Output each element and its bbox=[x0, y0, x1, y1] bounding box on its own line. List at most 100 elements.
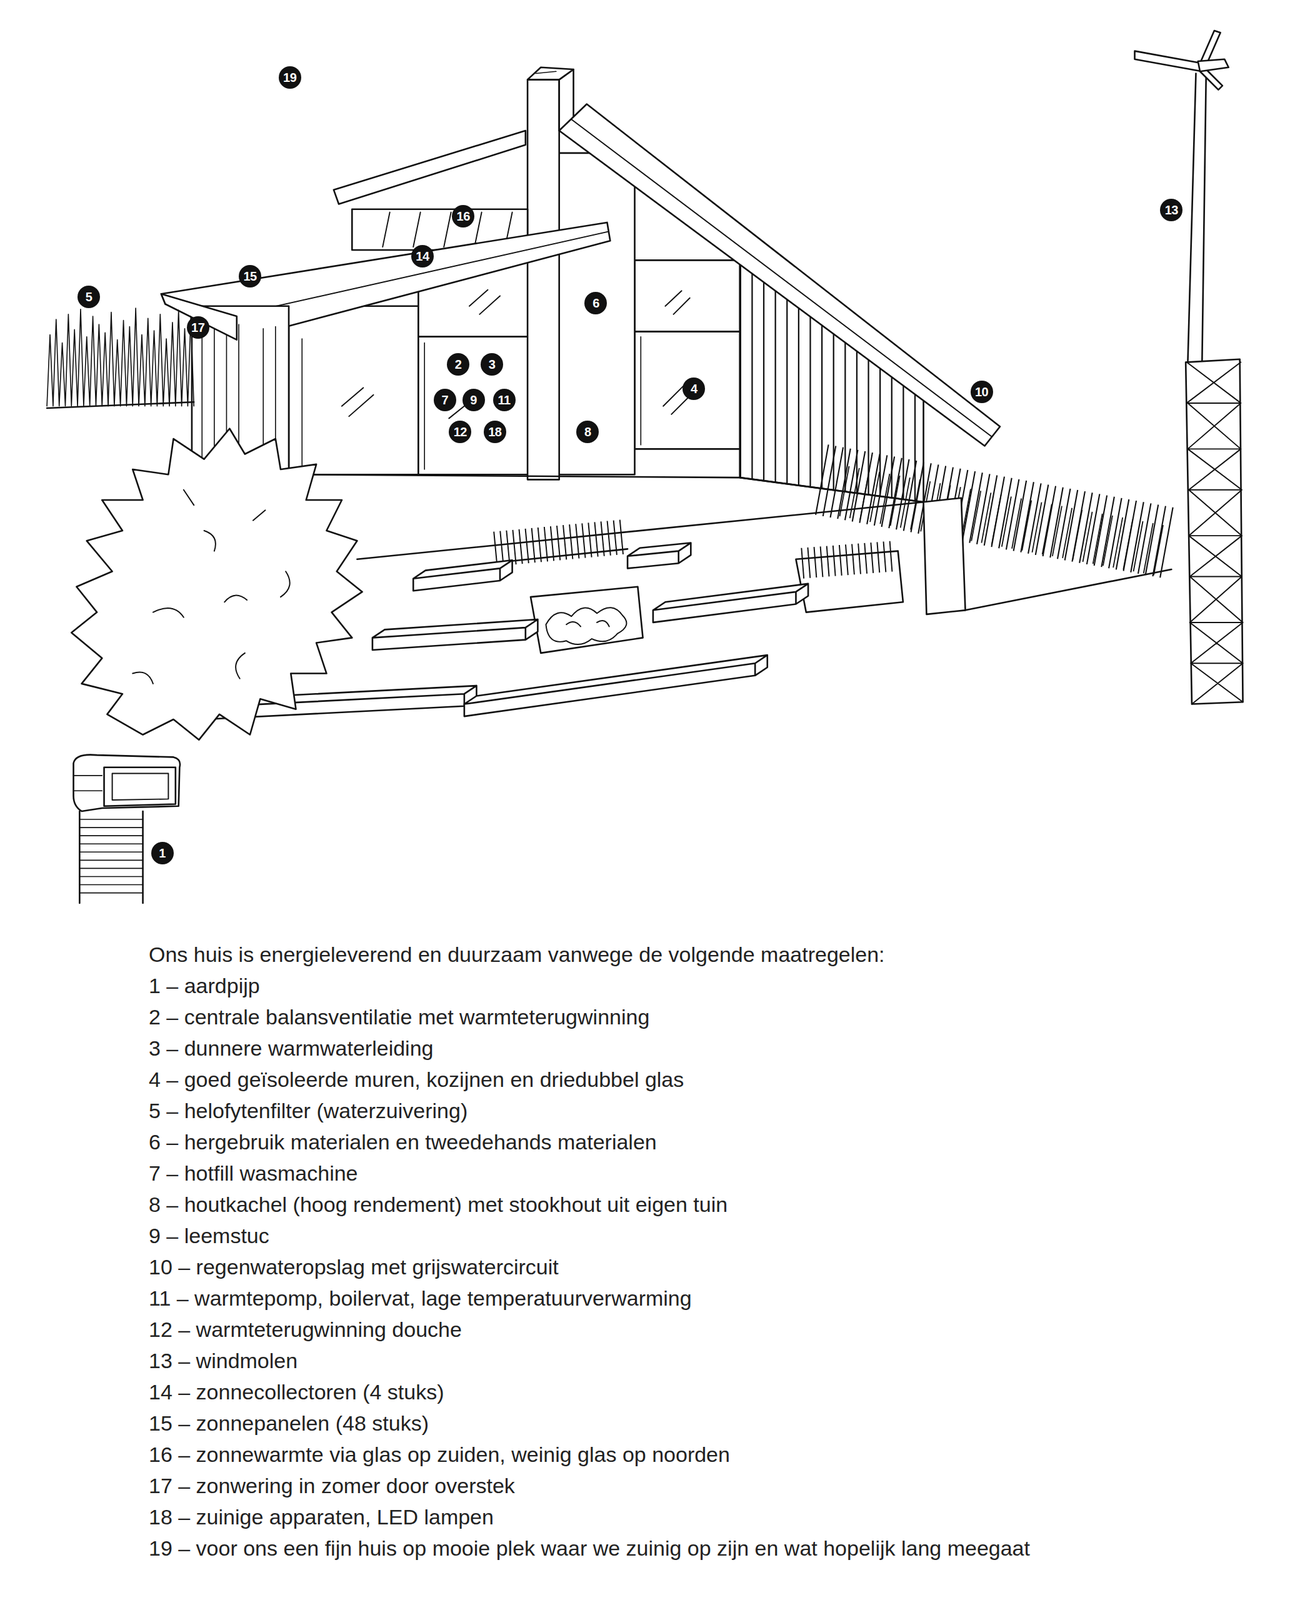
window-right-top bbox=[635, 260, 740, 332]
lower-roof-edge bbox=[165, 231, 609, 317]
callout-text: 19 bbox=[283, 71, 297, 84]
callout-number: 2 bbox=[446, 353, 470, 376]
earth-tube bbox=[73, 755, 180, 904]
list-line: 19 – voor ons een fijn huis op mooie ple… bbox=[148, 1532, 1030, 1564]
callout-text: 12 bbox=[453, 425, 467, 439]
chimney-front bbox=[527, 79, 560, 480]
big-roof bbox=[559, 104, 1000, 447]
list-line: 15 – zonnepanelen (48 stuks) bbox=[148, 1407, 1030, 1439]
list-line: 6 – hergebruik materialen en tweedehands… bbox=[148, 1126, 1030, 1158]
lattice-tower bbox=[1185, 359, 1243, 705]
list-line: 8 – houtkachel (hoog rendement) met stoo… bbox=[148, 1188, 1030, 1220]
list-line: 14 – zonnecollectoren (4 stuks) bbox=[148, 1376, 1030, 1408]
callout-text: 2 bbox=[455, 358, 462, 371]
reed-base bbox=[46, 401, 194, 409]
planter bbox=[795, 551, 903, 613]
bench-slab bbox=[413, 560, 512, 591]
callout-text: 16 bbox=[456, 210, 470, 223]
window-left bbox=[288, 306, 419, 475]
grass-right bbox=[821, 479, 1169, 551]
wind-turbine bbox=[1135, 30, 1244, 705]
bench-slab bbox=[372, 619, 538, 650]
planter-grass bbox=[495, 536, 625, 550]
intake-cap bbox=[73, 755, 180, 812]
callout-text: 6 bbox=[592, 296, 600, 310]
helophyte-filter bbox=[46, 308, 194, 409]
callout-number: 17 bbox=[186, 316, 210, 339]
pipe bbox=[79, 811, 143, 904]
callout-number: 13 bbox=[1160, 198, 1183, 222]
upper-roof bbox=[333, 130, 526, 205]
list-line: 10 – regenwateropslag met grijswatercirc… bbox=[148, 1251, 1030, 1283]
callout-number: 18 bbox=[483, 420, 507, 444]
list-line: 5 – helofytenfilter (waterzuivering) bbox=[148, 1095, 1030, 1127]
terrace-wall bbox=[923, 498, 966, 615]
pipe-ribs bbox=[79, 819, 143, 894]
callout-number: 7 bbox=[433, 388, 457, 412]
callout-text: 7 bbox=[441, 393, 449, 407]
callout-text: 1 bbox=[158, 846, 166, 860]
window-right bbox=[635, 331, 740, 450]
bench-slab bbox=[627, 543, 691, 569]
intake-grille bbox=[104, 767, 176, 807]
callout-number: 5 bbox=[77, 285, 100, 309]
callout-number: 10 bbox=[970, 380, 994, 404]
nacelle bbox=[1198, 59, 1229, 72]
callout-number: 8 bbox=[576, 420, 599, 444]
bench-slab bbox=[653, 583, 809, 623]
callout-number: 19 bbox=[278, 66, 302, 89]
bush-outline bbox=[71, 428, 362, 740]
shrub bbox=[545, 607, 627, 645]
intake-grille bbox=[112, 773, 169, 800]
pipe-ground bbox=[79, 811, 143, 904]
planter-grass bbox=[801, 556, 894, 564]
intake-detail bbox=[73, 775, 103, 791]
callout-text: 17 bbox=[191, 321, 205, 334]
bush bbox=[71, 428, 362, 740]
glass-reflection bbox=[341, 290, 694, 419]
callout-number: 14 bbox=[411, 245, 434, 268]
list-line: 17 – zonwering in zomer door overstek bbox=[148, 1470, 1030, 1502]
turbine-pole bbox=[1187, 73, 1206, 364]
chimney-cap bbox=[527, 67, 574, 80]
callout-number: 11 bbox=[493, 388, 516, 412]
list-line: 13 – windmolen bbox=[148, 1345, 1030, 1377]
lower-roof bbox=[161, 222, 610, 340]
rotor-blade bbox=[1135, 51, 1203, 72]
grass-strokes bbox=[821, 479, 1169, 543]
callout-text: 8 bbox=[584, 425, 592, 439]
list-line: 11 – warmtepomp, boilervat, lage tempera… bbox=[148, 1282, 1030, 1314]
callout-text: 13 bbox=[1165, 203, 1179, 217]
chimney-detail bbox=[535, 71, 557, 74]
planter bbox=[530, 586, 644, 654]
list-line: Ons huis is energieleverend en duurzaam … bbox=[148, 938, 1030, 970]
callout-number: 12 bbox=[448, 420, 472, 444]
bench-slab bbox=[464, 655, 768, 717]
legend-list: Ons huis is energieleverend en duurzaam … bbox=[148, 938, 1030, 1564]
list-line: 9 – leemstuc bbox=[148, 1220, 1030, 1252]
callout-text: 15 bbox=[243, 270, 257, 283]
lattice-bracing bbox=[1186, 362, 1244, 705]
callout-text: 9 bbox=[470, 393, 477, 407]
callout-number: 3 bbox=[480, 353, 504, 376]
callout-text: 4 bbox=[690, 382, 698, 395]
list-line: 4 – goed geïsoleerde muren, kozijnen en … bbox=[148, 1063, 1030, 1095]
list-line: 3 – dunnere warmwaterleiding bbox=[148, 1032, 1030, 1064]
list-line: 7 – hotfill wasmachine bbox=[148, 1157, 1030, 1189]
grass-strokes bbox=[836, 490, 1164, 552]
building-base bbox=[288, 474, 924, 502]
callout-number: 1 bbox=[151, 841, 174, 865]
bush-detail bbox=[132, 490, 290, 684]
callout-text: 18 bbox=[488, 425, 502, 439]
callout-text: 11 bbox=[497, 393, 510, 407]
callout-text: 5 bbox=[85, 290, 93, 304]
callout-text: 14 bbox=[415, 250, 429, 263]
callout-text: 10 bbox=[975, 385, 989, 399]
list-line: 16 – zonnewarmte via glas op zuiden, wei… bbox=[148, 1438, 1030, 1470]
list-line: 2 – centrale balansventilatie met warmte… bbox=[148, 1001, 1030, 1033]
reeds bbox=[46, 308, 194, 407]
list-line: 1 – aardpijp bbox=[148, 970, 1030, 1002]
callout-number: 9 bbox=[462, 388, 485, 412]
ground-line bbox=[965, 569, 1172, 610]
callout-text: 3 bbox=[488, 358, 496, 371]
